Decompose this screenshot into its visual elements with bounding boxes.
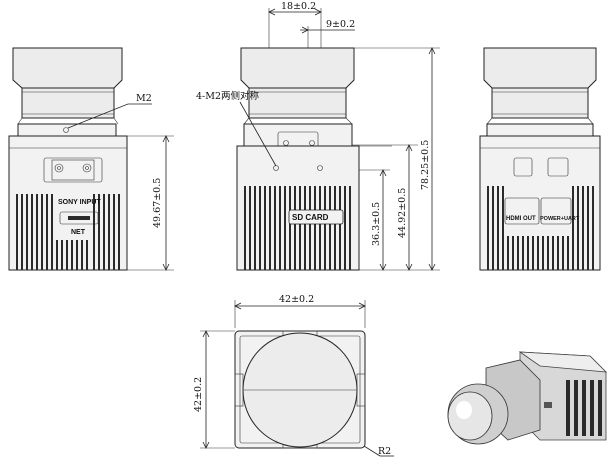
callout-m2: M2 xyxy=(136,93,152,104)
dim-42-v: 42±0.2 xyxy=(193,377,204,412)
dim-49-67: 49.67±0.5 xyxy=(152,178,163,228)
right-body xyxy=(479,135,601,271)
dim-78-25: 78.25±0.5 xyxy=(420,140,431,190)
top-view: 42±0.2 42±0.2 R2 xyxy=(193,294,394,457)
label-net: NET xyxy=(71,229,86,236)
label-sd-card: SD CARD xyxy=(292,213,329,222)
right-lens xyxy=(483,47,597,89)
dim-r2: R2 xyxy=(378,446,391,457)
center-view: 18±0.2 9±0.2 xyxy=(196,1,440,271)
center-body xyxy=(236,145,360,271)
dim-44-92: 44.92±0.5 xyxy=(397,188,408,238)
label-power-uart: POWER+UART xyxy=(540,216,580,222)
label-hdmi-out: HDMI OUT xyxy=(506,216,536,222)
right-view: HDMI OUT POWER+UART xyxy=(479,47,601,271)
dim-36-3: 36.3±0.5 xyxy=(371,202,382,246)
dim-18: 18±0.2 xyxy=(281,1,316,12)
callout-m2-sym: 4-M2两侧对称 xyxy=(196,90,260,102)
center-vents xyxy=(244,186,351,270)
left-vents-l xyxy=(16,194,53,270)
right-vents xyxy=(487,186,594,270)
label-sony-input: SONY INPUT xyxy=(58,199,101,206)
dim-42-h: 42±0.2 xyxy=(279,294,314,305)
isometric-preview xyxy=(447,351,608,445)
left-lens xyxy=(12,47,123,89)
center-lens xyxy=(240,47,355,89)
left-vents-r xyxy=(56,194,120,270)
dim-9: 9±0.2 xyxy=(326,19,355,30)
left-view: SONY INPUT NET M2 49.67±0.5 xyxy=(8,47,174,271)
